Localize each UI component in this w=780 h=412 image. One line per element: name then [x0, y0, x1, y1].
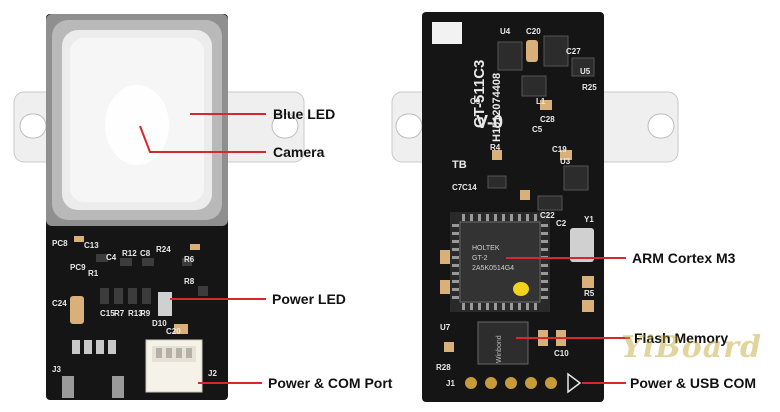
silk-ref: C20	[166, 327, 181, 336]
label-flash-memory: Flash Memory	[634, 330, 729, 346]
silk-ref: L1	[536, 97, 546, 106]
blue-led-glow	[105, 85, 169, 165]
right-silkscreen: GT-511C3 H1512074408 V-0 U4 C20 C27 U5 R…	[436, 27, 597, 388]
model-label-sticker	[432, 22, 462, 44]
label-arm-cortex: ARM Cortex M3	[632, 250, 736, 266]
label-power-com-port: Power & COM Port	[268, 375, 393, 391]
silk-ref: U7	[440, 323, 451, 332]
silk-ref: C27	[566, 47, 581, 56]
silk-ref: R4	[490, 143, 501, 152]
pointer-camera	[139, 125, 266, 153]
silk-ref: J3	[52, 365, 61, 374]
pin1-arrow-marker	[567, 372, 582, 394]
silk-ref: C9	[470, 97, 481, 106]
silk-ref: R12	[122, 249, 137, 258]
silk-ref: U3	[560, 157, 571, 166]
silk-ref: U5	[580, 67, 591, 76]
power-usb-pads	[465, 377, 557, 389]
right-components	[440, 35, 595, 352]
left-silkscreen: PC8 PC9 C13 R12 C8 R24 C4 R1 R6 R8 C24 C…	[52, 239, 217, 378]
silk-ref: C24	[52, 299, 67, 308]
silk-ref: C22	[540, 211, 555, 220]
arm-cortex-chip: HOLTEK GT-2 2A5K0514G4	[450, 212, 550, 312]
chip-code-text: 2A5K0514G4	[472, 265, 514, 272]
chip-model-text: GT-2	[472, 255, 488, 262]
label-power-usb-com: Power & USB COM	[630, 375, 757, 391]
silk-ref: R28	[436, 363, 451, 372]
serial-text: H1512074408	[491, 73, 503, 142]
silk-ref: C5	[532, 125, 543, 134]
model-text: GT-511C3	[471, 60, 488, 128]
silk-ref: C10	[554, 349, 569, 358]
silk-ref: C28	[540, 115, 555, 124]
silk-ref: R6	[184, 255, 195, 264]
flash-brand-text: Winbond	[496, 335, 503, 363]
left-connector-pins	[62, 340, 124, 398]
silk-ref: PC9	[70, 263, 86, 272]
label-camera: Camera	[273, 144, 325, 160]
left-components	[70, 236, 208, 334]
silk-ref: R7	[114, 309, 125, 318]
silk-ref: R8	[184, 277, 195, 286]
chip-brand-text: HOLTEK	[472, 245, 500, 252]
label-power-led: Power LED	[272, 291, 346, 307]
silk-ref: C4	[106, 253, 117, 262]
pointer-lines	[139, 113, 630, 384]
power-com-connector	[145, 339, 203, 393]
flash-memory-chip: Winbond	[477, 321, 529, 365]
silk-ref: R9	[140, 309, 151, 318]
silk-ref: C20	[526, 27, 541, 36]
silk-ref: PC8	[52, 239, 68, 248]
silk-ref: D10	[152, 319, 167, 328]
chip-yellow-dot	[513, 282, 529, 296]
silk-ref: U4	[500, 27, 511, 36]
silk-ref: C2	[556, 219, 567, 228]
silk-ref: C13	[84, 241, 99, 250]
silk-ref: C19	[552, 145, 567, 154]
silk-ref: C14	[462, 183, 477, 192]
version-text: V-0	[476, 112, 503, 132]
silk-ref: C7	[452, 183, 463, 192]
chip-pins	[452, 214, 548, 310]
silk-ref: J2	[208, 369, 217, 378]
silk-ref: Y1	[584, 215, 594, 224]
silk-ref: C8	[140, 249, 151, 258]
silk-ref: R13	[128, 309, 143, 318]
silk-ref: R5	[584, 289, 595, 298]
silk-ref: R25	[582, 83, 597, 92]
silk-ref: R1	[88, 269, 99, 278]
label-blue-led: Blue LED	[273, 106, 336, 122]
silk-ref: TB	[452, 159, 467, 171]
left-pcb	[46, 14, 228, 400]
crystal-oscillator	[570, 228, 594, 262]
yiboard-watermark: YiBoard	[621, 330, 762, 365]
silk-ref: R24	[156, 245, 171, 254]
silk-ref: C15	[100, 309, 115, 318]
silk-ref: J1	[446, 379, 455, 388]
